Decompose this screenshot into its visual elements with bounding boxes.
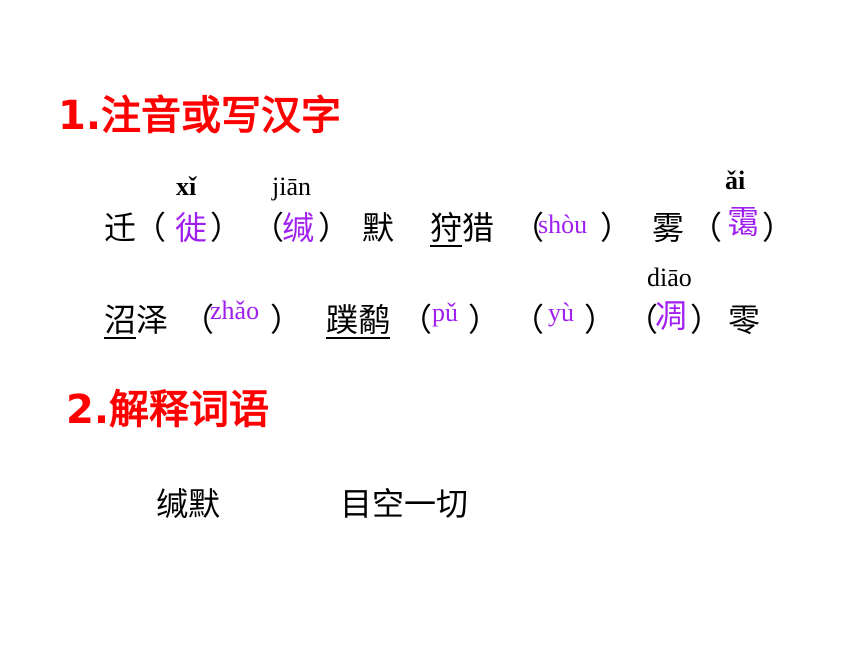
- pinyin-jian: jiān: [272, 172, 311, 201]
- item1-open-paren: （: [134, 209, 167, 247]
- item2-close-paren: ）: [318, 209, 351, 247]
- pinyin-xi: xǐ: [176, 172, 197, 201]
- section1-title: 1.注音或写汉字: [58, 93, 342, 139]
- section2-title: 2.解释词语: [66, 387, 270, 433]
- item7-answer: yù: [548, 298, 574, 327]
- item3-rest-char: 猎: [462, 209, 495, 247]
- pinyin-diao: diāo: [647, 263, 692, 292]
- pinyin-ai: ǎi: [725, 166, 746, 195]
- item5-open-paren: （: [182, 301, 215, 339]
- item8-open-paren: （: [626, 301, 659, 339]
- item8-answer: 凋: [655, 297, 688, 335]
- item5-rest-char: 泽: [136, 301, 169, 339]
- item1-close-paren: ）: [210, 209, 243, 247]
- item8-close-paren: ）: [690, 301, 723, 339]
- item3-open-paren: （: [512, 209, 545, 247]
- item1-char: 迁: [104, 209, 137, 247]
- term-jianmo: 缄默: [156, 485, 221, 523]
- item2-char: 默: [362, 209, 395, 247]
- item2-open-paren: （: [252, 209, 285, 247]
- item5-close-paren: ）: [270, 301, 303, 339]
- item4-close-paren: ）: [762, 209, 795, 247]
- item6-open-paren: （: [400, 301, 433, 339]
- item7-open-paren: （: [512, 301, 545, 339]
- item7-close-paren: ）: [584, 301, 617, 339]
- item5-answer: zhǎo: [210, 296, 260, 325]
- item3-close-paren: ）: [600, 209, 633, 247]
- item1-answer: 徙: [175, 209, 208, 247]
- item4-char: 雾: [652, 209, 685, 247]
- item6-answer: pǔ: [432, 298, 458, 327]
- item5-underlined-char: 沼: [104, 301, 137, 339]
- term-mukongyiqie: 目空一切: [340, 485, 469, 523]
- item6-chars: 蹼鹬: [326, 301, 391, 339]
- item2-answer: 缄: [282, 209, 315, 247]
- item4-open-paren: （: [690, 209, 723, 247]
- item8-char: 零: [728, 301, 761, 339]
- item6-close-paren: ）: [468, 301, 501, 339]
- item3-answer: shòu: [538, 210, 588, 239]
- item4-answer: 霭: [727, 203, 760, 241]
- item3-underlined-char: 狩: [430, 209, 463, 247]
